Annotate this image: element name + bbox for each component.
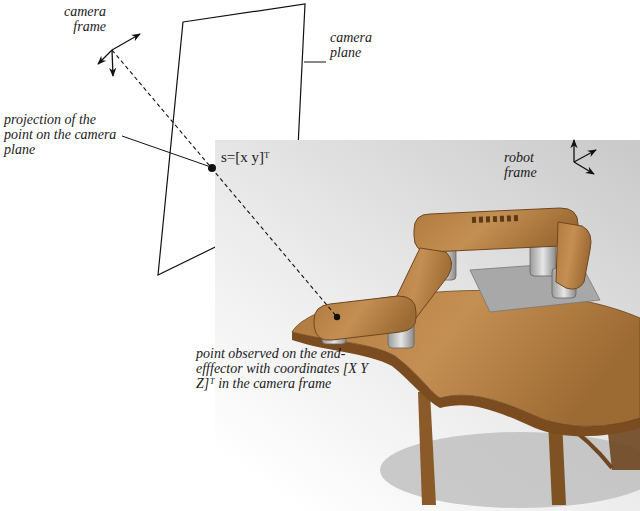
plane-label: camera plane [330,30,390,60]
observed-point [334,314,340,320]
leader-line [304,62,326,63]
robot-render [215,140,640,511]
leader-line [122,136,208,166]
frame-label: robot frame [504,150,556,180]
projection-ray [112,50,337,317]
projected-point [208,164,216,172]
camera-frame-axes [98,34,140,76]
frame-label: camera frame [54,4,106,34]
callout-label: projection of the point on the camera pl… [4,112,120,157]
point-coordinates: s=[x y]ᵀ [221,150,301,165]
callout-label: point observed on the end-efffector with… [196,346,378,391]
